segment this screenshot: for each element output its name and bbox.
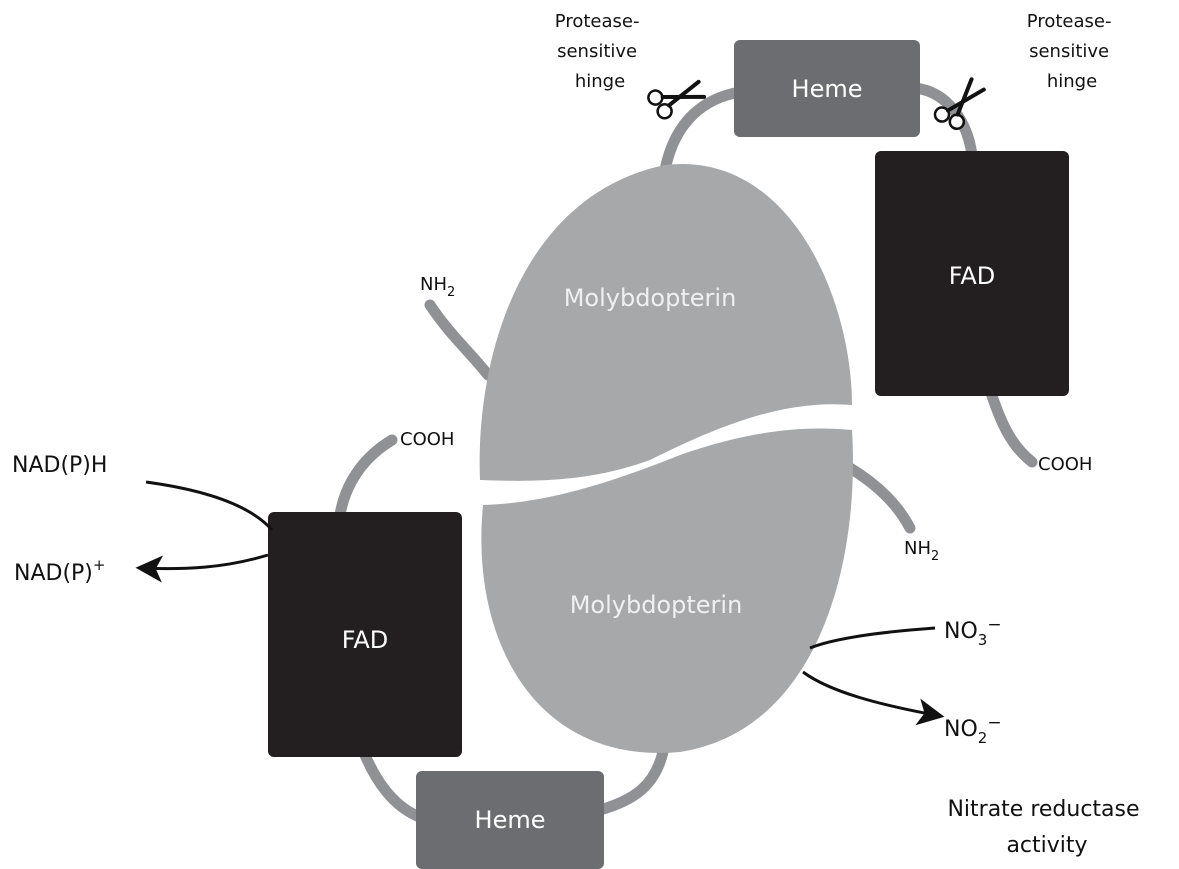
linker-lower-cooh-fad — [334, 434, 398, 521]
nadp-output-arrow — [135, 553, 269, 583]
nitrite-label: NO2− — [944, 713, 1002, 747]
nadph-label: NAD(P)H — [12, 453, 107, 478]
cooh-upper-label: COOH — [1038, 454, 1092, 475]
linker-lower-fad-heme — [359, 749, 428, 824]
scissors-icon — [647, 79, 707, 120]
nitrite-output-arrow — [802, 670, 945, 726]
nadp-label: NAD(P)+ — [14, 556, 105, 586]
linker-upper-nh2 — [424, 299, 494, 381]
molybdopterin-upper-label: Molybdopterin — [564, 284, 737, 312]
nitrate-label: NO3− — [944, 615, 1002, 649]
nitrate-input-arrow — [809, 626, 936, 650]
linker-upper-heme-fad — [909, 82, 978, 161]
heme-lower-label: Heme — [475, 806, 546, 834]
hinge-left-label: Protease- sensitive hinge — [555, 11, 645, 92]
linker-lower-nh2 — [844, 462, 916, 534]
heme-lower-box — [416, 771, 604, 869]
fad-upper-label: FAD — [949, 262, 996, 290]
linker-upper-fad-cooh — [984, 384, 1038, 468]
hinge-right-label: Protease- sensitive hinge — [1027, 11, 1117, 92]
scissors-icon — [933, 77, 986, 130]
fad-lower-label: FAD — [342, 626, 389, 654]
fad-lower-box — [268, 512, 462, 757]
nh2-lower-label: NH2 — [904, 538, 939, 564]
nh2-upper-label: NH2 — [420, 274, 455, 300]
linker-lower-heme-mo — [594, 746, 669, 816]
linker-upper-mo-heme — [659, 86, 746, 176]
molybdopterin-lower-domain — [481, 428, 853, 753]
activity-label: Nitrate reductase activity — [947, 797, 1146, 858]
molybdopterin-lower-label: Molybdopterin — [570, 591, 743, 619]
nadph-input-arrow — [145, 480, 274, 531]
cooh-lower-label: COOH — [400, 429, 454, 450]
fad-upper-box — [875, 151, 1069, 396]
heme-upper-label: Heme — [792, 75, 863, 103]
heme-upper-box — [734, 40, 920, 137]
molybdopterin-upper-domain — [479, 163, 852, 481]
